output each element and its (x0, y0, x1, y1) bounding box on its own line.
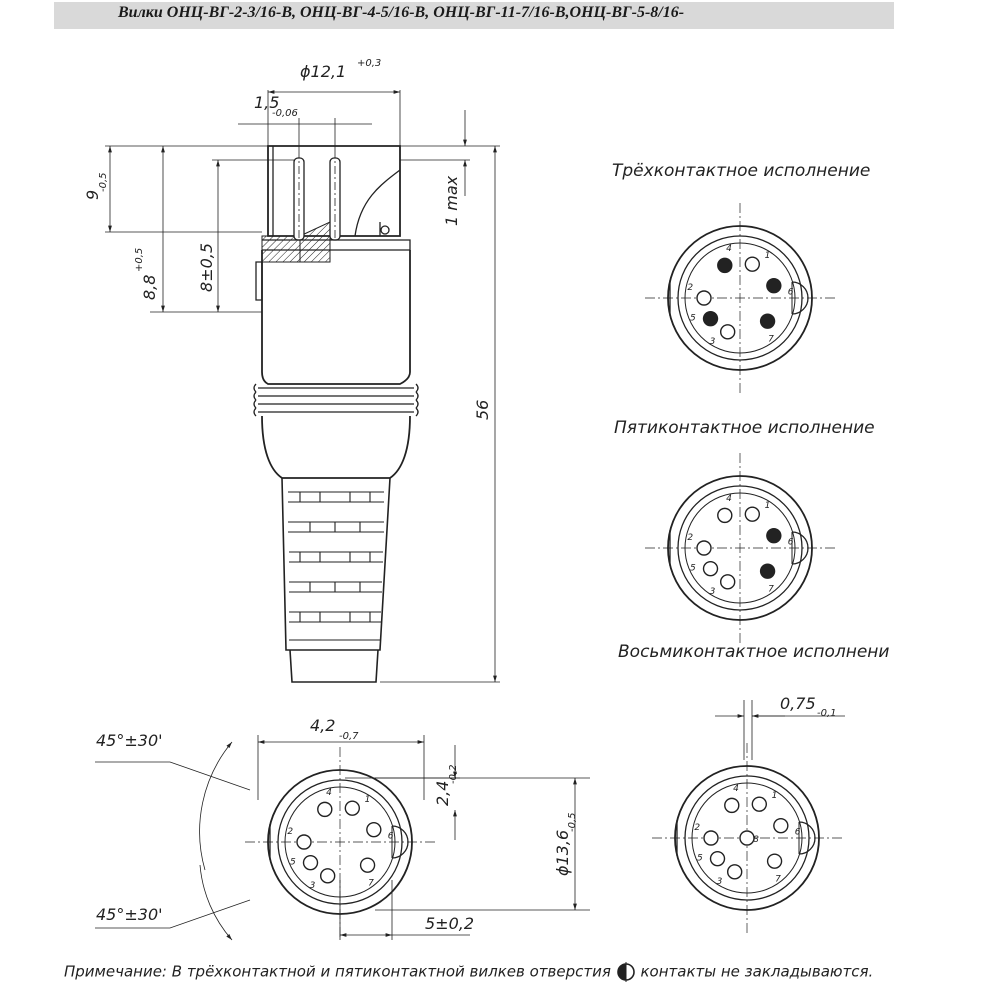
pin-label-8: 8 (753, 835, 759, 845)
pin-label-6: 6 (388, 831, 394, 841)
dim-w24: 2,4 (433, 781, 452, 806)
dim-w15-tol: -0,06 (272, 108, 298, 119)
pin-label-4: 4 (733, 784, 739, 794)
pin-2 (703, 830, 719, 846)
pin-6 (773, 817, 789, 834)
dimension-labels: ϕ12,1 +0,3 1,5 -0,06 9 -0,5 8,8 +0,5 8±0… (83, 58, 889, 933)
pin-2 (696, 290, 712, 306)
pin-7 (759, 563, 776, 579)
dim-w075-tol: -0,1 (817, 708, 837, 719)
dim-w24-tol: -0,2 (448, 764, 459, 784)
drawing-title: Вилки ОНЦ-ВГ-2-3/16-В, ОНЦ-ВГ-4-5/16-В, … (118, 4, 685, 21)
dim-d12: ϕ12,1 (300, 62, 346, 81)
pin-5 (709, 850, 726, 867)
footnote-text-before: Примечание: В трёхконтактной и пятиконта… (64, 962, 611, 981)
pin-3 (319, 868, 336, 884)
pin-1 (744, 506, 761, 522)
pin-8 (739, 830, 755, 846)
pin-label-2: 2 (694, 823, 700, 833)
pin-label-6: 6 (795, 827, 801, 837)
pin-label-5: 5 (290, 857, 296, 867)
pin-7 (359, 857, 376, 873)
pin-6 (366, 821, 382, 838)
pin-4 (724, 797, 740, 814)
pin-label-4: 4 (726, 494, 732, 504)
dim-h88: 8,8 (140, 275, 159, 300)
dim-w42-tol: -0,7 (339, 731, 359, 742)
bottom-view: 1 2 3 4 5 6 7 (245, 747, 435, 937)
three-contact-view: 1 2 3 4 5 6 7 (645, 203, 835, 393)
pin-label-6: 6 (788, 537, 794, 547)
pin-label-1: 1 (772, 791, 778, 801)
pin-label-7: 7 (768, 585, 774, 595)
pin-label-3: 3 (310, 881, 316, 891)
pin-label-2: 2 (287, 827, 293, 837)
pin-label-2: 2 (687, 533, 693, 543)
pin-label-3: 3 (710, 337, 716, 347)
dim-w15: 1,5 (254, 93, 279, 112)
pin-label-1: 1 (765, 251, 771, 261)
pin-7 (766, 853, 783, 869)
pin-1 (344, 800, 361, 816)
dim-d136: ϕ13,6 (553, 830, 572, 876)
bottom-view-dimensions (95, 700, 845, 941)
dim-h9: 9 (83, 190, 102, 200)
pin-label-5: 5 (697, 853, 703, 863)
pin-5 (702, 560, 719, 577)
pin-6 (766, 527, 782, 544)
pin-label-5: 5 (690, 313, 696, 323)
pin-label-4: 4 (726, 244, 732, 254)
dim-h88-tol: +0,5 (134, 248, 145, 272)
pin-7 (759, 313, 776, 329)
dim-d136-tol: -0,5 (567, 812, 578, 832)
pin-1 (744, 256, 761, 272)
eight-contact-view: 1 2 3 4 5 6 7 8 (652, 743, 842, 933)
footnote-text-after: контакты не закладываются. (640, 962, 874, 981)
dim-h9-tol: -0,5 (98, 172, 109, 192)
pin-4 (717, 257, 733, 274)
pin-2 (296, 834, 312, 850)
dim-angle-bottom: 45°±30' (96, 905, 163, 924)
caption-five-contact: Пятиконтактное исполнение (614, 418, 875, 438)
pin-4 (317, 801, 333, 818)
half-filled-hole-icon (616, 962, 635, 982)
pin-label-7: 7 (768, 335, 774, 345)
pin-label-4: 4 (326, 788, 332, 798)
dim-angle-top: 45°±30' (96, 731, 163, 750)
pin-3 (719, 324, 736, 340)
pin-5 (302, 854, 319, 871)
dim-w5: 5±0,2 (425, 914, 474, 933)
footnote: Примечание: В трёхконтактной и пятиконта… (64, 962, 873, 982)
five-contact-view: 1 2 3 4 5 6 7 (645, 453, 835, 643)
pin-3 (726, 864, 743, 880)
pin-label-7: 7 (775, 875, 781, 885)
pin-label-1: 1 (365, 795, 371, 805)
pin-3 (719, 574, 736, 590)
pin-label-1: 1 (765, 501, 771, 511)
pin-label-7: 7 (368, 879, 374, 889)
caption-three-contact: Трёхконтактное исполнение (612, 161, 870, 181)
pin-1 (751, 796, 768, 812)
dim-56: 56 (473, 400, 492, 420)
pin-5 (702, 310, 719, 327)
dim-h8: 8±0,5 (197, 243, 216, 292)
dim-d12-tol: +0,3 (357, 58, 381, 69)
dim-1max: 1 max (442, 175, 461, 226)
pin-4 (717, 507, 733, 524)
connector-side-view (105, 90, 500, 683)
pin-2 (696, 540, 712, 556)
title-bar (54, 2, 894, 29)
pin-label-2: 2 (687, 283, 693, 293)
dim-w42: 4,2 (310, 716, 335, 735)
caption-eight-contact: Восьмиконтактное исполнени (618, 642, 889, 662)
pin-6 (766, 277, 782, 294)
dim-w075: 0,75 (780, 694, 816, 713)
pin-label-5: 5 (690, 563, 696, 573)
pin-label-3: 3 (710, 587, 716, 597)
pin-label-3: 3 (717, 877, 723, 887)
pin-label-6: 6 (788, 287, 794, 297)
